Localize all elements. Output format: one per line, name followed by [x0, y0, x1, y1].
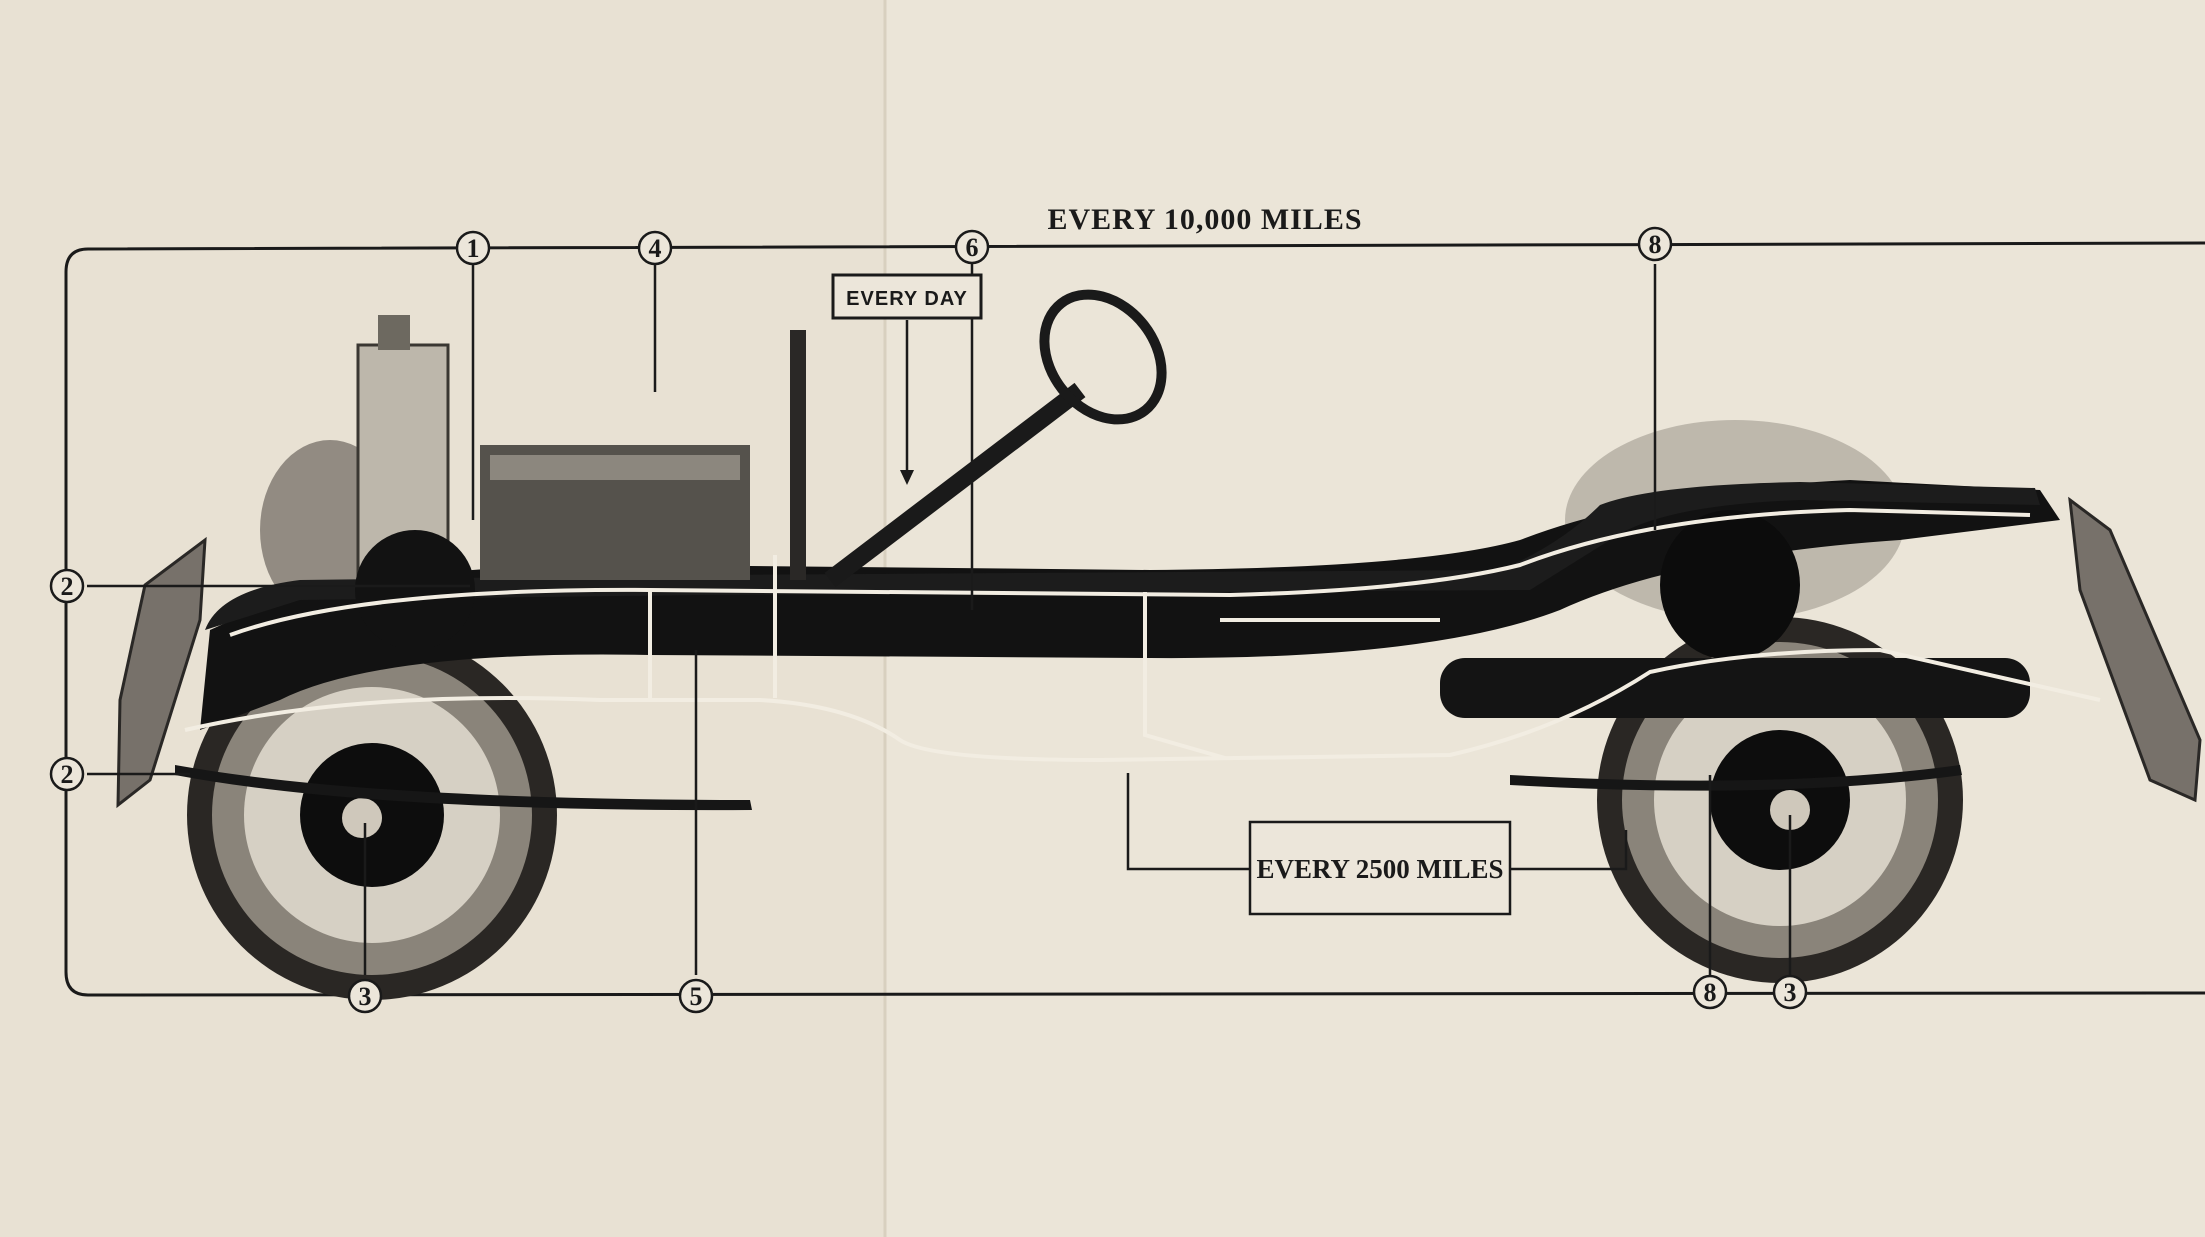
engine-head: [490, 455, 740, 480]
oil-lines: [184, 507, 2101, 763]
rear-bumper: [2068, 496, 2202, 803]
callout-3-front: 3: [347, 978, 383, 1014]
svg-text:3: 3: [359, 982, 372, 1011]
callout-8-bottom: 8: [1692, 974, 1728, 1010]
differential: [1660, 510, 1800, 660]
svg-text:2: 2: [61, 760, 74, 789]
every-2500-box: EVERY 2500 MILES: [1248, 820, 1512, 916]
svg-text:6: 6: [966, 233, 979, 262]
rear-spring: [1510, 765, 1962, 791]
svg-text:5: 5: [690, 982, 703, 1011]
every-2500-label: EVERY 2500 MILES: [1256, 854, 1503, 884]
every-day-label: EVERY DAY: [846, 288, 968, 310]
callout-2-lower: 2: [49, 756, 85, 792]
callout-4: 4: [637, 230, 673, 266]
dash-cowl: [790, 330, 806, 580]
car-chassis: [116, 289, 2202, 1000]
steering-wheel: [1039, 289, 1167, 425]
schedule-frame: [64, 241, 2205, 997]
every-day-arrowhead: [900, 470, 914, 485]
svg-text:3: 3: [1784, 978, 1797, 1007]
radiator-cap: [378, 315, 410, 350]
leader-lines: [87, 264, 1792, 975]
svg-text:1: 1: [467, 234, 480, 263]
svg-text:2: 2: [61, 572, 74, 601]
callout-6: 6: [954, 229, 990, 265]
callout-2-upper: 2: [49, 568, 85, 604]
front-spring: [175, 765, 752, 811]
heading-10000-miles: EVERY 10,000 MILES: [1047, 203, 1362, 236]
svg-text:8: 8: [1649, 230, 1662, 259]
front-wheel: [187, 630, 557, 1000]
steering-column: [824, 382, 1086, 588]
callout-8-top: 8: [1637, 226, 1673, 262]
callout-3-rear: 3: [1772, 974, 1808, 1010]
rear-axle-housing: [1440, 658, 2030, 718]
frame-rail-far: [205, 482, 2040, 630]
svg-text:8: 8: [1704, 978, 1717, 1007]
fan-housing: [355, 530, 475, 650]
every-day-box: EVERY DAY: [831, 273, 983, 320]
callout-1: 1: [455, 230, 491, 266]
callout-5: 5: [678, 978, 714, 1014]
svg-text:4: 4: [649, 234, 662, 263]
